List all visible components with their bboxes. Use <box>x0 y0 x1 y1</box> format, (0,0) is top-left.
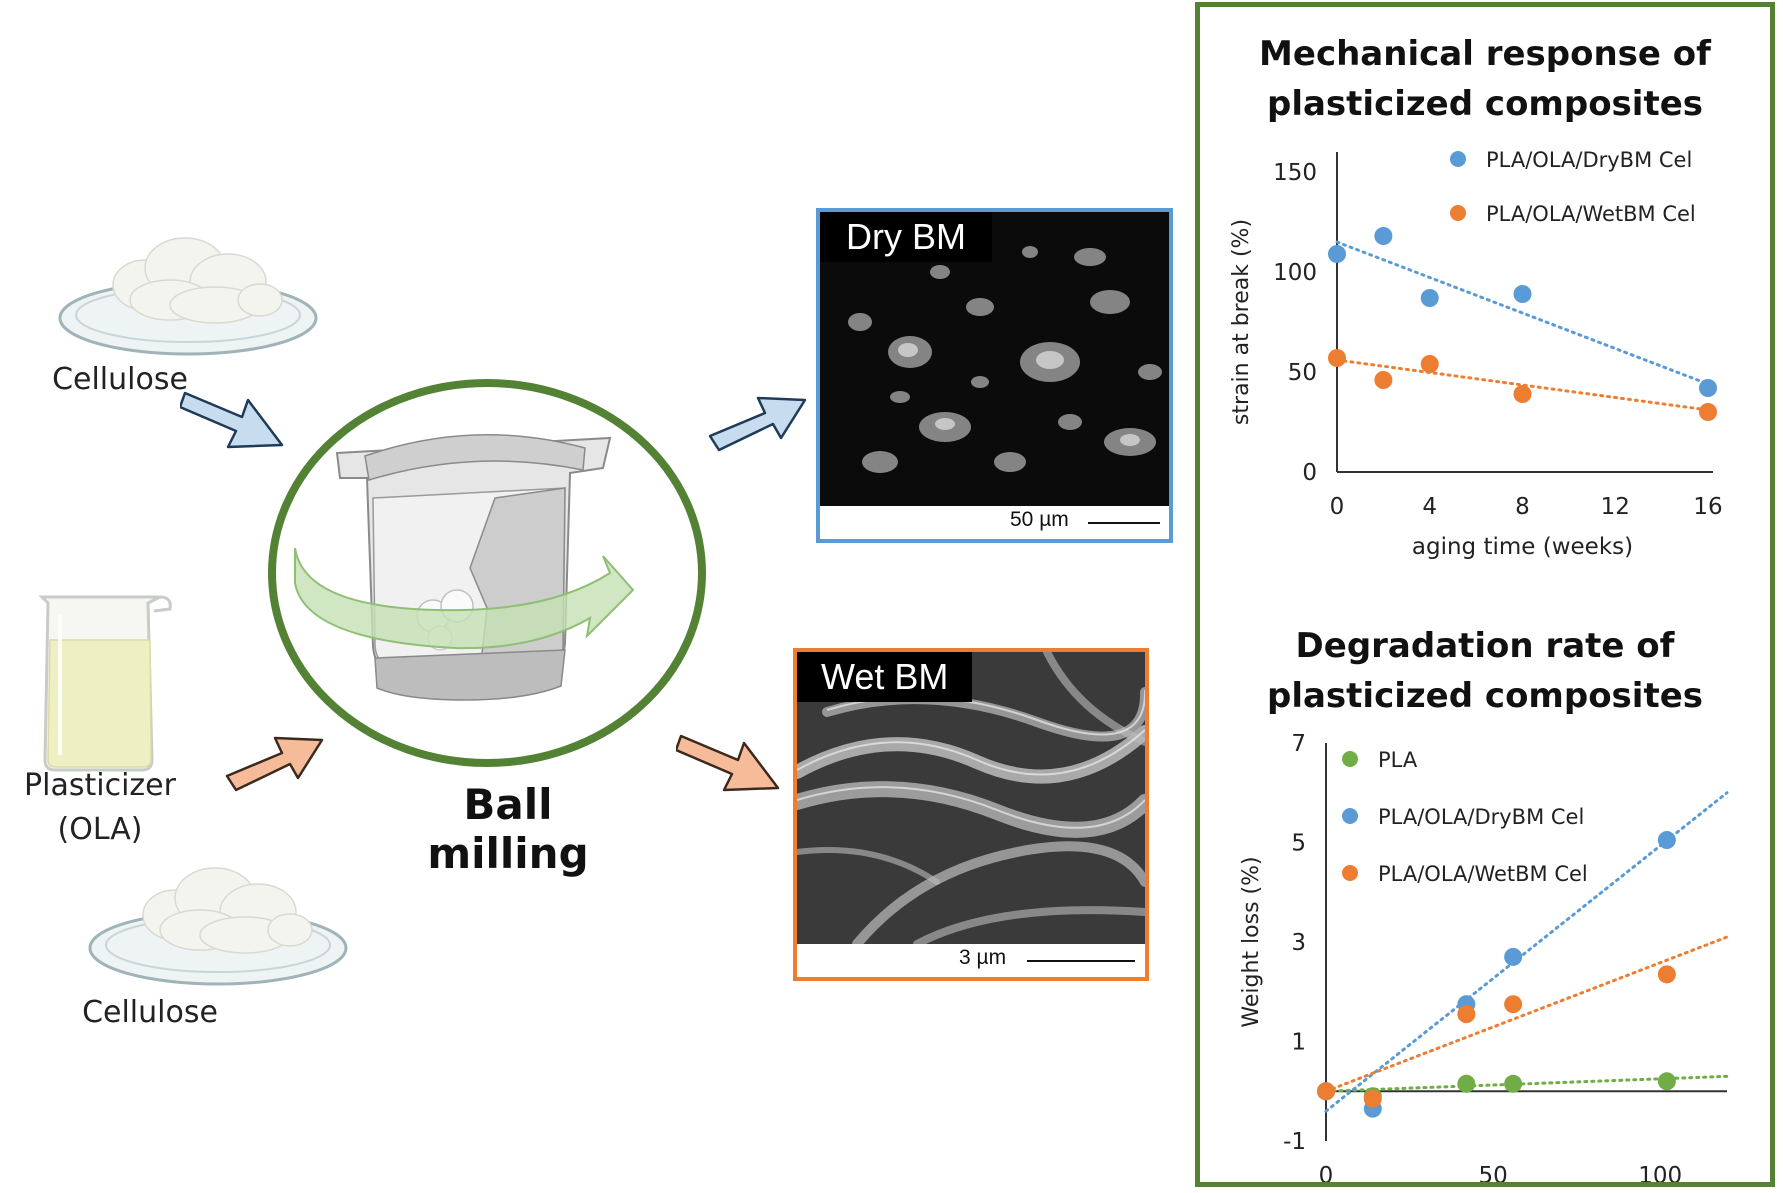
c1-point-0 <box>1328 245 1346 263</box>
c2-x-tick-label: 100 <box>1638 1163 1682 1182</box>
c1-trendline-0 <box>1335 240 1710 386</box>
rotation-arrow-icon <box>294 547 635 650</box>
c2-point-0 <box>1504 1074 1523 1093</box>
c2-x-tick-label: 50 <box>1478 1163 1507 1182</box>
c1-x-tick-label: 0 <box>1330 494 1345 520</box>
cellulose-top-label: Cellulose <box>52 362 188 397</box>
orange-arrow-in-icon <box>225 736 324 792</box>
sem-dry-tag: Dry BM <box>820 212 992 262</box>
cellulose-dish-top-image <box>58 237 318 356</box>
c1-y-tick-label: 100 <box>1273 260 1317 286</box>
c1-x-tick-label: 8 <box>1515 494 1530 520</box>
ball-mill-diagram <box>268 379 706 767</box>
c1-point-1 <box>1420 355 1439 373</box>
sem-wet-scale-label: 3 µm <box>959 946 1007 969</box>
c2-point-2 <box>1457 1005 1476 1024</box>
beaker-image <box>38 595 172 772</box>
c2-point-1 <box>1657 831 1676 850</box>
sem-wet-scale-bar <box>1027 960 1135 962</box>
sem-dry-bm-panel: Dry BM 50 µm <box>816 208 1173 543</box>
c2-legend-label-2: PLA/OLA/WetBM Cel <box>1378 862 1588 886</box>
blue-arrow-out-icon <box>708 396 807 452</box>
c1-y-tick-label: 0 <box>1302 460 1317 486</box>
c1-point-0 <box>1420 289 1439 307</box>
c2-trendline-2 <box>1324 935 1729 1093</box>
c2-legend-marker-0 <box>1342 751 1358 767</box>
c1-point-1 <box>1374 371 1393 389</box>
chart1-title-line2: plasticized composites <box>1267 84 1703 124</box>
c2-legend-label-1: PLA/OLA/DryBM Cel <box>1378 805 1584 829</box>
c2-legend-marker-2 <box>1342 865 1358 881</box>
chart2-title-line1: Degradation rate of <box>1295 626 1675 666</box>
c1-y-tick-label: 50 <box>1288 360 1317 386</box>
c2-legend-label-0: PLA <box>1378 748 1418 772</box>
c2-point-2 <box>1363 1089 1382 1108</box>
c2-point-0 <box>1657 1072 1676 1091</box>
chart1-title-line1: Mechanical response of <box>1259 34 1711 74</box>
c1-x-tick-label: 4 <box>1422 494 1437 520</box>
c1-point-0 <box>1513 285 1532 303</box>
c2-y-tick-label: 1 <box>1291 1030 1306 1056</box>
cellulose-dish-bottom-image <box>88 867 348 986</box>
c1-legend-marker-1 <box>1450 205 1466 221</box>
chart2-title-line2: plasticized composites <box>1267 676 1703 716</box>
c2-y-axis-label: Weight loss (%) <box>1239 856 1264 1027</box>
orange-arrow-out-icon <box>676 734 780 792</box>
plasticizer-sub-label: (OLA) <box>57 812 143 847</box>
cellulose-bottom-label: Cellulose <box>82 995 218 1030</box>
c1-y-tick-label: 150 <box>1273 160 1317 186</box>
c1-point-1 <box>1699 403 1717 421</box>
c1-legend-marker-0 <box>1450 151 1466 167</box>
c2-point-2 <box>1657 965 1676 984</box>
c2-point-0 <box>1457 1074 1476 1093</box>
c2-y-tick-label: 5 <box>1291 831 1306 857</box>
c1-x-axis-label: aging time (weeks) <box>1412 534 1633 560</box>
c2-legend-marker-1 <box>1342 808 1358 824</box>
c2-point-2 <box>1504 995 1523 1014</box>
plasticizer-label: Plasticizer <box>24 768 176 803</box>
c2-point-2 <box>1317 1082 1335 1101</box>
c1-point-1 <box>1513 385 1532 403</box>
c1-y-axis-label: strain at break (%) <box>1229 219 1254 425</box>
sem-dry-scale-label: 50 µm <box>1010 508 1069 531</box>
sem-wet-tag: Wet BM <box>797 652 973 702</box>
blue-arrow-in-icon <box>180 391 284 449</box>
c1-legend-label-0: PLA/OLA/DryBM Cel <box>1486 148 1692 172</box>
c1-x-tick-label: 16 <box>1693 494 1722 520</box>
c1-x-tick-label: 12 <box>1601 494 1630 520</box>
sem-dry-scale-bar <box>1088 522 1160 524</box>
sem-wet-bm-panel: Wet BM 3 µm <box>793 648 1149 981</box>
c2-y-tick-label: -1 <box>1283 1129 1306 1155</box>
c1-point-0 <box>1374 227 1393 245</box>
c2-y-tick-label: 7 <box>1291 731 1306 757</box>
c1-point-1 <box>1328 349 1346 367</box>
charts-panel: Mechanical response of plasticized compo… <box>1195 2 1775 1187</box>
c1-trendline-1 <box>1335 358 1710 412</box>
c2-y-tick-label: 3 <box>1291 930 1306 956</box>
ball-milling-label: Ball milling <box>427 780 589 878</box>
c1-legend-label-1: PLA/OLA/WetBM Cel <box>1486 202 1696 226</box>
c1-point-0 <box>1699 379 1717 397</box>
c2-point-1 <box>1504 947 1523 966</box>
c2-x-tick-label: 0 <box>1319 1163 1334 1182</box>
